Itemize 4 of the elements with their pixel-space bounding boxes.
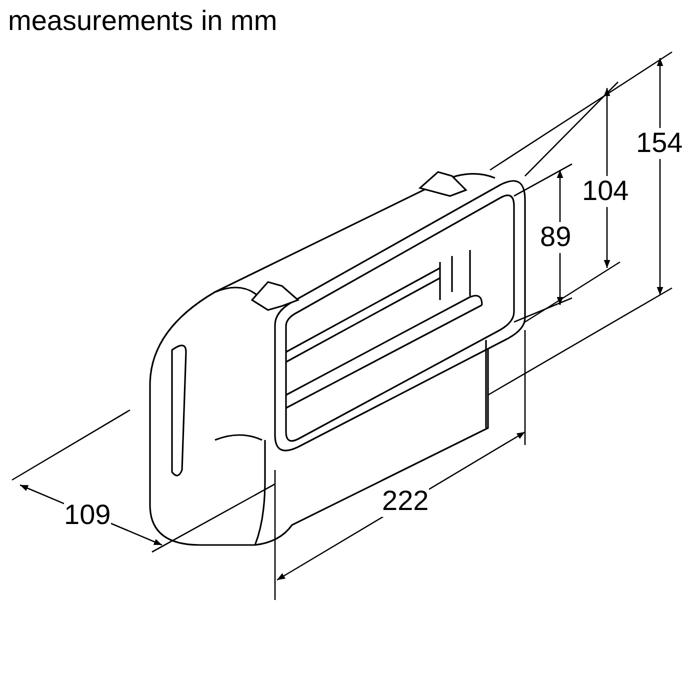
dimension-label: 154: [636, 128, 683, 159]
dimension-label: 222: [382, 486, 429, 517]
dimension-label: 89: [540, 222, 572, 253]
dimension-label: 104: [582, 176, 629, 207]
